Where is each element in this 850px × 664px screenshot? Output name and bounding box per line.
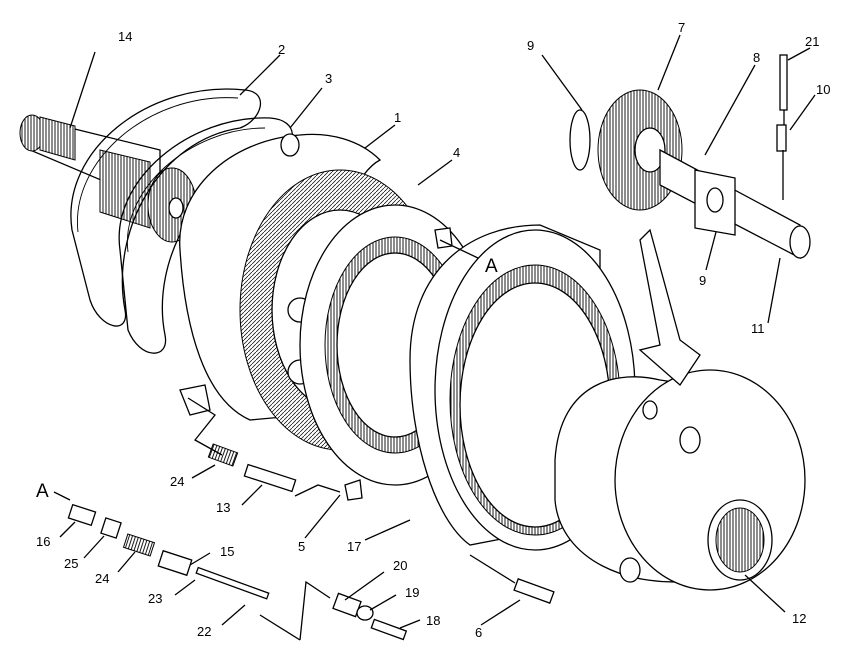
pin-13	[243, 463, 297, 493]
callout-22: 22	[197, 624, 211, 639]
callout-9-top: 9	[527, 38, 534, 53]
callout-5: 5	[298, 539, 305, 554]
callout-23: 23	[148, 591, 162, 606]
callout-8: 8	[753, 50, 760, 65]
callout-15: 15	[220, 544, 234, 559]
callout-17: 17	[347, 539, 361, 554]
callout-1: 1	[394, 110, 401, 125]
valve-stack	[67, 503, 270, 600]
section-mark-a-lower: A	[36, 481, 49, 502]
seal-ring	[70, 88, 262, 327]
callout-24-upper: 24	[170, 474, 184, 489]
spring-24	[207, 443, 239, 467]
callout-labels: 14 2 3 1 4 9 7 8 21 10 9 11 12 6 17 5 13…	[36, 20, 830, 640]
callout-4: 4	[453, 145, 460, 160]
callout-10: 10	[816, 82, 830, 97]
callout-7: 7	[678, 20, 685, 35]
leader-lines	[53, 34, 816, 641]
section-mark-a-upper: A	[485, 256, 498, 277]
callout-3: 3	[325, 71, 332, 86]
carrier-housing	[554, 369, 806, 591]
callout-19: 19	[405, 585, 419, 600]
callout-9-bottom: 9	[699, 273, 706, 288]
bolt-hardware	[332, 592, 408, 641]
callout-12: 12	[792, 611, 806, 626]
callout-11: 11	[751, 321, 765, 336]
callout-20: 20	[393, 558, 407, 573]
callout-2: 2	[278, 42, 285, 57]
callout-13: 13	[216, 500, 230, 515]
callout-6: 6	[475, 625, 482, 640]
callout-21: 21	[805, 34, 819, 49]
assembly-arrow	[638, 228, 701, 386]
input-shaft	[19, 114, 197, 243]
callout-24-lower: 24	[95, 571, 109, 586]
callout-14: 14	[118, 29, 132, 44]
planet-gear-assembly	[569, 54, 811, 260]
callout-16: 16	[36, 534, 50, 549]
callout-25: 25	[64, 556, 78, 571]
pin-6	[513, 578, 555, 604]
callout-18: 18	[426, 613, 440, 628]
